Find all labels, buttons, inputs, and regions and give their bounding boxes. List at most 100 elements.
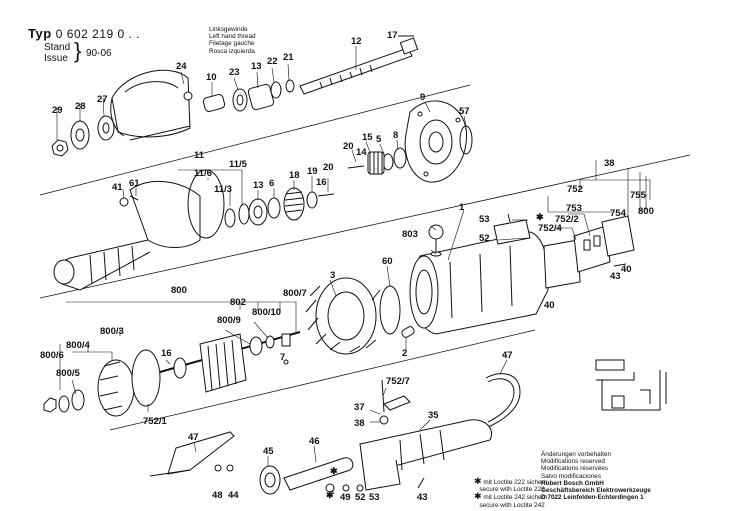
auxiliary-handle <box>149 431 235 477</box>
part-number-label: 800/10 <box>252 307 281 318</box>
part-number-label: 19 <box>307 166 318 177</box>
part-number-label: 28 <box>75 101 86 112</box>
baffle-61 <box>131 349 161 407</box>
part-number-label: 47 <box>188 432 199 443</box>
clip-60 <box>129 195 139 201</box>
washer-hole <box>75 128 85 142</box>
plate-52 <box>493 219 531 245</box>
part-number-label: 800 <box>638 206 654 217</box>
spindle-bearing-set <box>202 79 295 112</box>
type-label: Typ <box>28 26 52 41</box>
screw-20 <box>347 165 365 169</box>
part-number-labels: 29 28 27 24 10 23 13 22 21 12 17 9 57 8 … <box>40 30 654 503</box>
part-number-label: 61 <box>129 178 140 189</box>
part-number-label: 43 <box>417 492 428 503</box>
part-number-label: 10 <box>206 72 217 83</box>
separator-line <box>39 84 471 196</box>
asterisk-mark: ✱ <box>326 490 334 500</box>
part-number-label: 800/3 <box>100 326 124 337</box>
part-number-label: 49 <box>340 492 351 503</box>
part-number-label: 46 <box>309 436 320 447</box>
part-number-label: 52 <box>355 492 366 503</box>
extension-tube <box>259 457 354 495</box>
part-number-label: 800/9 <box>217 315 241 326</box>
loctite-222-de: mit Loctite 222 sichern <box>483 479 548 486</box>
part-number-label: 13 <box>253 180 264 191</box>
part-number-label: 11 <box>194 150 205 161</box>
bearing-flange <box>404 100 468 183</box>
part-number-label: 27 <box>97 94 108 105</box>
wiring-diagram <box>595 359 667 411</box>
power-cable-inner <box>487 378 515 423</box>
loctite-242-de: mit Loctite 242 sichern <box>483 494 548 502</box>
part-number-label: 41 <box>112 182 123 193</box>
gear-housing-cover <box>110 69 193 141</box>
part-number-label: 754 <box>610 208 627 219</box>
washer-11-3 <box>224 208 236 228</box>
part-number-label: 52 <box>479 233 490 244</box>
screw-48 <box>342 484 350 492</box>
part-number-label: 38 <box>354 418 365 429</box>
terminal-block <box>573 225 611 273</box>
brace-symbol: } <box>74 38 82 63</box>
fan-800-3 <box>97 359 135 417</box>
armature <box>159 331 301 393</box>
part-number-label: 22 <box>267 56 278 67</box>
screw-34 <box>119 197 129 207</box>
nut-29 <box>51 139 69 157</box>
part-number-label: 2 <box>402 348 407 359</box>
washer-800-5 <box>58 395 70 413</box>
part-number-label: 752/4 <box>538 223 562 234</box>
part-number-label: 44 <box>228 490 239 501</box>
part-number-label: 18 <box>289 170 300 181</box>
part-number-label: 752 <box>567 184 583 195</box>
separator-line <box>39 154 691 299</box>
mod-note-line: Robert Bosch GmbH <box>541 479 604 487</box>
part-number-label: 1 <box>459 202 465 213</box>
mod-note-line: Modifications reserved <box>541 458 605 466</box>
screw-7 <box>283 359 289 365</box>
part-number-label: 9 <box>420 92 425 103</box>
stand-label: Stand <box>44 42 71 53</box>
part-number-label: 755 <box>630 190 647 201</box>
mod-note-line: Geschäftsbereich Elektrowerkzeuge <box>541 487 651 495</box>
pin-38 <box>379 415 389 425</box>
washer-19 <box>306 191 318 209</box>
issue-date: 90-06 <box>86 48 112 59</box>
part-number-label: 53 <box>369 492 380 503</box>
part-number-label: 14 <box>356 147 367 158</box>
part-number-label: 800/7 <box>283 288 307 299</box>
part-number-label: 12 <box>351 36 362 47</box>
mod-note-line: Änderungen vorbehalten <box>541 451 611 458</box>
part-number-label: 43 <box>610 271 621 282</box>
bearing-800-9 <box>249 336 263 356</box>
loctite-222-en: secure with Loctite 222 <box>479 486 545 494</box>
screw-46 <box>214 464 222 472</box>
separator-line <box>109 329 536 431</box>
bracket-753 <box>601 215 635 257</box>
part-number-label: 57 <box>459 106 470 117</box>
part-number-label: 16 <box>316 177 327 188</box>
part-number-label: 38 <box>604 158 615 169</box>
part-number-label: 17 <box>387 30 398 41</box>
washer-28 <box>70 120 90 150</box>
part-number-label: 752/7 <box>386 376 410 387</box>
pinion-gear <box>367 151 385 175</box>
screw-42 <box>417 477 425 489</box>
part-number-label: 40 <box>544 300 555 311</box>
ring-59 <box>379 285 401 335</box>
part-number-label: 800/5 <box>56 368 80 379</box>
part-number-label: 60 <box>382 256 393 267</box>
part-number-label: 53 <box>479 214 490 225</box>
loctite-242-en: secure with Loctite 242 <box>479 501 545 509</box>
leader-lines <box>56 46 651 495</box>
gear-18 <box>283 187 305 221</box>
sleeve-800-7 <box>281 333 291 347</box>
washer-6 <box>267 197 281 219</box>
screw-20b <box>317 193 335 197</box>
part-number-label: 16 <box>161 348 172 359</box>
electronics-39 <box>543 239 581 289</box>
power-cable <box>485 373 521 429</box>
modifications-note: Änderungen vorbehalten Modifications res… <box>541 451 651 501</box>
